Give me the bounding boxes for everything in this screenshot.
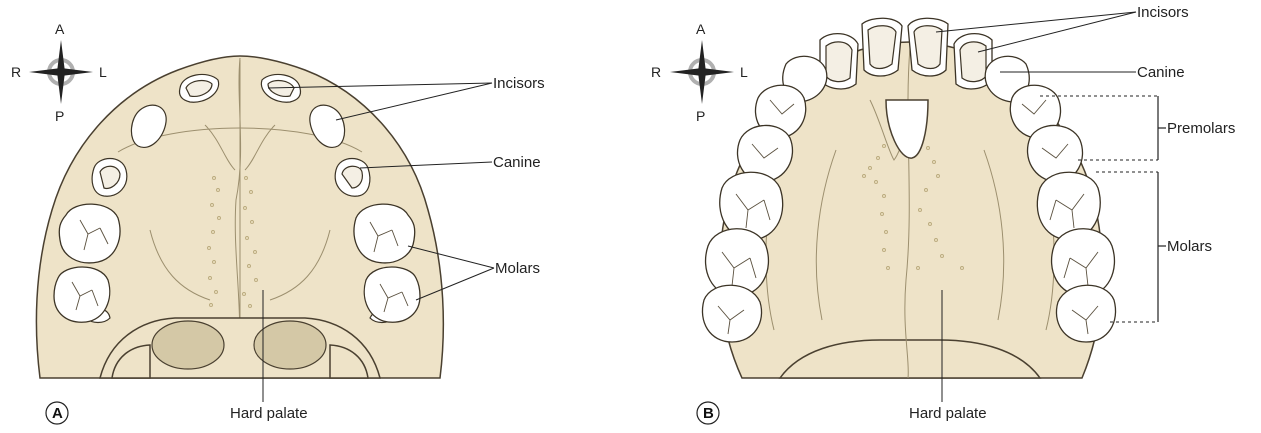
compass-anterior: A — [55, 21, 65, 37]
label-canine-b: Canine — [1137, 64, 1185, 81]
compass-anterior-b: A — [696, 21, 706, 37]
panel-a: A P R L — [11, 21, 545, 424]
label-hard-palate-a: Hard palate — [230, 405, 308, 422]
compass-right: R — [11, 64, 21, 80]
label-incisors-b: Incisors — [1137, 4, 1189, 21]
panel-b: A P R L — [651, 4, 1235, 424]
label-molars-b: Molars — [1167, 238, 1212, 255]
compass-posterior: P — [55, 108, 64, 124]
compass-rose-icon: A P R L — [11, 21, 107, 124]
label-canine-a: Canine — [493, 154, 541, 171]
panel-letter-a: A — [52, 405, 63, 422]
label-hard-palate-b: Hard palate — [909, 405, 987, 422]
label-premolars-b: Premolars — [1167, 120, 1235, 137]
compass-rose-icon: A P R L — [651, 21, 748, 124]
panel-letter-b: B — [703, 405, 714, 422]
compass-left-b: L — [740, 64, 748, 80]
label-incisors-a: Incisors — [493, 75, 545, 92]
compass-left: L — [99, 64, 107, 80]
compass-right-b: R — [651, 64, 661, 80]
compass-posterior-b: P — [696, 108, 705, 124]
label-molars-a: Molars — [495, 260, 540, 277]
